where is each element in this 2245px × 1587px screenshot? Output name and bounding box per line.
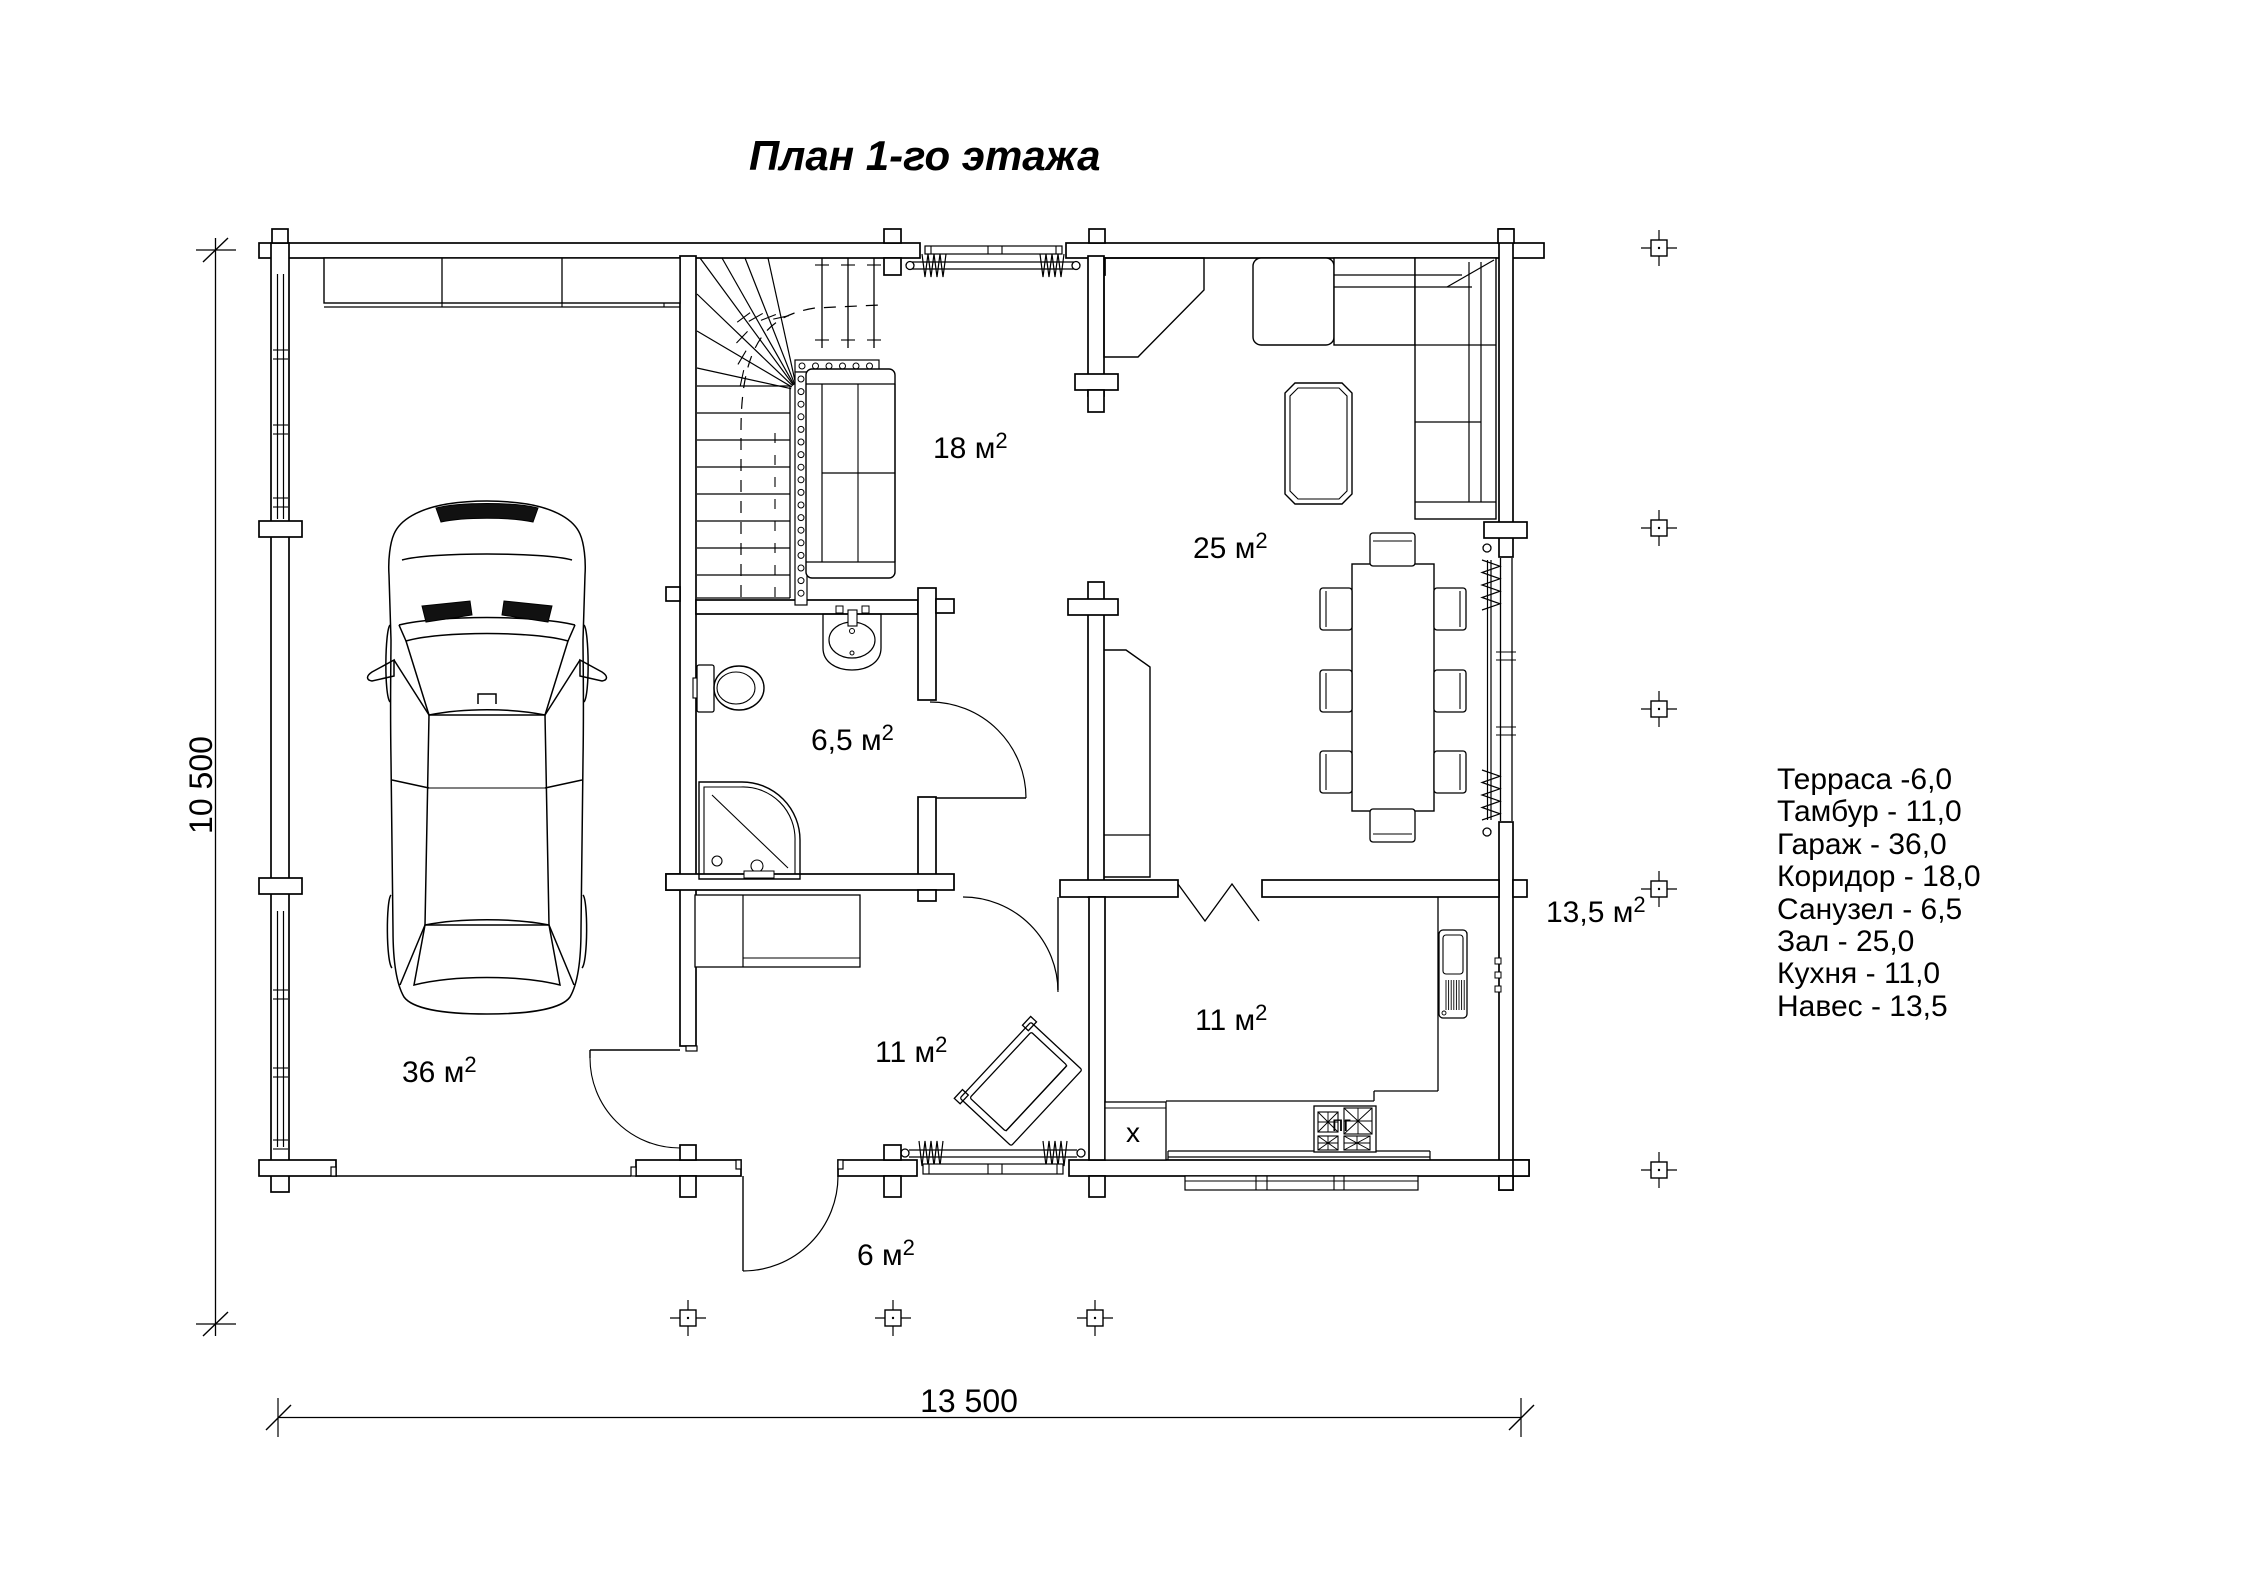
svg-text:Навес - 13,5: Навес - 13,5: [1777, 990, 1948, 1023]
svg-text:6,5 м2: 6,5 м2: [811, 720, 894, 757]
svg-text:Терраса -6,0: Терраса -6,0: [1777, 763, 1952, 796]
svg-text:18 м2: 18 м2: [933, 428, 1008, 465]
svg-text:Кухня - 11,0: Кухня - 11,0: [1777, 957, 1940, 990]
svg-text:План 1-го этажа: План 1-го этажа: [749, 132, 1100, 179]
svg-text:Зал - 25,0: Зал - 25,0: [1777, 925, 1914, 958]
svg-text:25 м2: 25 м2: [1193, 528, 1268, 565]
svg-text:11 м2: 11 м2: [1195, 1000, 1267, 1037]
svg-text:пг: пг: [1332, 1113, 1351, 1136]
svg-text:13,5 м2: 13,5 м2: [1546, 892, 1646, 929]
svg-text:x: x: [1126, 1117, 1140, 1148]
svg-text:Коридор - 18,0: Коридор - 18,0: [1777, 860, 1981, 893]
svg-text:36 м2: 36 м2: [402, 1052, 477, 1089]
svg-text:Гараж - 36,0: Гараж - 36,0: [1777, 828, 1947, 861]
svg-text:13 500: 13 500: [920, 1383, 1018, 1419]
svg-text:10 500: 10 500: [183, 736, 219, 834]
svg-text:Тамбур - 11,0: Тамбур - 11,0: [1777, 795, 1962, 828]
svg-text:Санузел - 6,5: Санузел - 6,5: [1777, 893, 1962, 926]
